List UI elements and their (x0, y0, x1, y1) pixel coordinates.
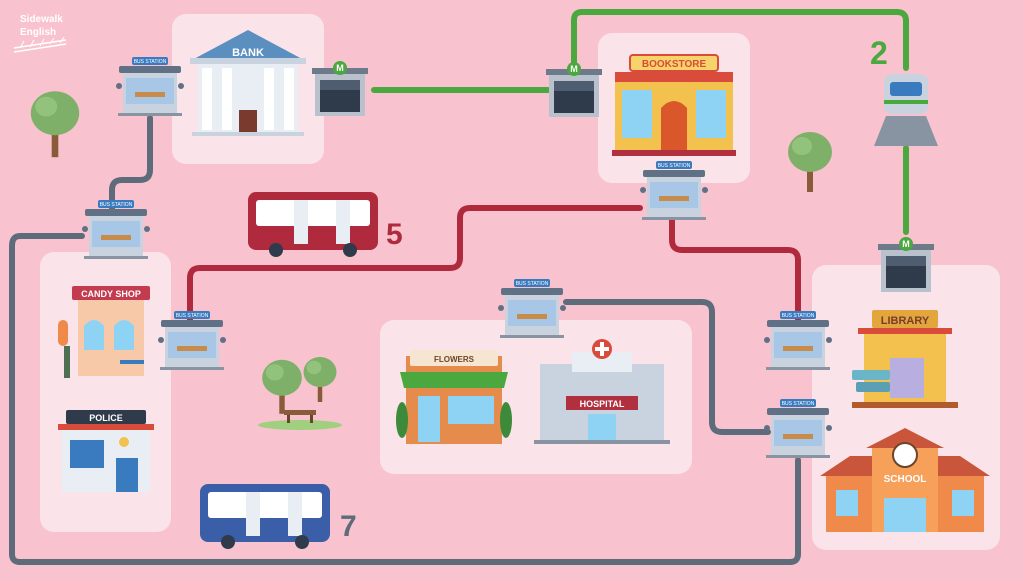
metro-entrance-bank[interactable]: M (312, 61, 368, 116)
bus-station-label: BUS STATION (782, 401, 815, 407)
bus-7-number: 7 (340, 510, 357, 543)
bus-station-candy-shop-east[interactable]: BUS STATION (158, 311, 226, 370)
tree-icon (262, 359, 302, 414)
bus-station-flowers[interactable]: BUS STATION (498, 279, 566, 338)
candy-shop-label: CANDY SHOP (81, 289, 141, 299)
sidewalk-english-logo: Sidewalk English (13, 14, 67, 53)
bus-route-7 (9, 115, 801, 565)
bus-route-5 (187, 205, 801, 323)
tree-icon (788, 132, 832, 192)
bookstore-label: BOOKSTORE (642, 59, 707, 70)
bookstore-building: BOOKSTORE (612, 54, 736, 156)
bus-station-bank[interactable]: BUS STATION (116, 57, 184, 116)
metro-sign: M (570, 64, 578, 74)
bus-7-icon (200, 484, 330, 549)
bus-station-label: BUS STATION (782, 313, 815, 319)
bus-5-number: 5 (386, 218, 403, 251)
bus-station-bookstore[interactable]: BUS STATION (640, 161, 708, 220)
park-icon (258, 357, 342, 430)
bus-station-candy-shop-north[interactable]: BUS STATION (82, 200, 150, 259)
metro-line-2 (371, 9, 909, 235)
bus-station-label: BUS STATION (176, 313, 209, 319)
metro-train-icon (874, 74, 938, 146)
bus-station-school[interactable]: BUS STATION (764, 399, 832, 458)
police-label: POLICE (89, 413, 123, 423)
bank-label: BANK (232, 47, 264, 59)
bus-station-label: BUS STATION (100, 202, 133, 208)
flower-shop-building: FLOWERS (396, 350, 512, 444)
bus-station-library[interactable]: BUS STATION (764, 311, 832, 370)
library-label: LIBRARY (881, 315, 930, 327)
metro-sign: M (902, 239, 910, 249)
tree-icon (30, 91, 80, 158)
tree-icon (303, 357, 337, 402)
metro-2-number: 2 (870, 35, 888, 71)
bus-station-label: BUS STATION (516, 281, 549, 287)
library-building: LIBRARY (852, 310, 958, 408)
logo-line2: English (20, 27, 56, 38)
metro-entrance-library[interactable]: M (878, 237, 934, 292)
bus-station-label: BUS STATION (658, 163, 691, 169)
bank-building: BANK (190, 30, 306, 136)
hospital-building: HOSPITAL (534, 339, 670, 444)
candy-shop-building: CANDY SHOP (58, 286, 150, 378)
bus-station-label: BUS STATION (134, 59, 167, 65)
school-label: SCHOOL (884, 474, 927, 485)
metro-entrance-bookstore[interactable]: M (546, 62, 602, 117)
flowers-label: FLOWERS (434, 355, 475, 364)
hospital-label: HOSPITAL (580, 399, 625, 409)
police-building: POLICE (58, 410, 154, 492)
bus-5-icon (248, 192, 378, 257)
metro-sign: M (336, 63, 344, 73)
logo-line1: Sidewalk (20, 14, 63, 25)
school-building: SCHOOL (820, 428, 990, 532)
